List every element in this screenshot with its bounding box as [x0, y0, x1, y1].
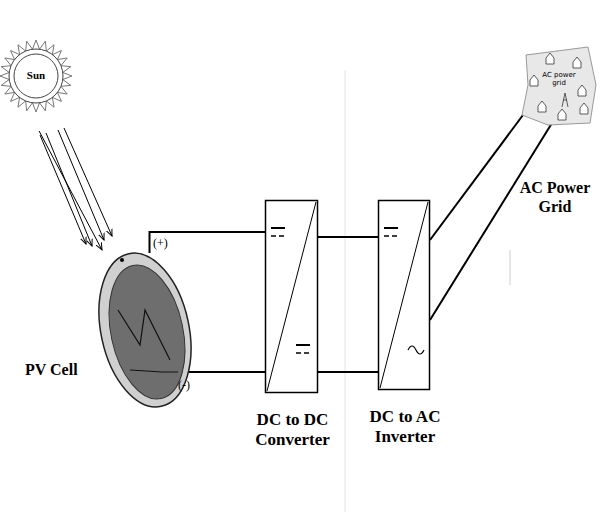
wire — [318, 236, 378, 238]
dc-dc-converter: DC to DC Converter — [245, 200, 340, 480]
node-shape — [378, 200, 430, 390]
sun-spike — [32, 40, 39, 49]
converter-box — [379, 201, 430, 390]
terminal-dot — [120, 258, 124, 262]
house-icon — [580, 103, 588, 114]
node-label: PV Cell — [25, 360, 78, 379]
dc-symbol — [384, 227, 398, 229]
house-icon — [546, 53, 554, 64]
house-icon — [530, 75, 538, 86]
node-label: AC Power Grid — [510, 178, 600, 216]
ac-power-grid: AC power grid AC Power Grid — [510, 40, 605, 240]
dc-symbol — [296, 344, 310, 346]
wire — [430, 111, 526, 240]
converter-label: DC to DC Converter — [245, 410, 340, 451]
divider-line — [345, 70, 346, 512]
sun-spike — [0, 72, 9, 79]
dc-symbol — [271, 235, 285, 237]
dc-symbol — [271, 227, 285, 229]
wire — [178, 371, 265, 373]
sun-rays — [40, 128, 112, 246]
light-ray — [39, 131, 102, 250]
wire — [150, 232, 266, 253]
sun-spike — [32, 103, 39, 112]
pylon-icon — [562, 93, 568, 107]
house-icon — [558, 109, 566, 120]
divider-line — [510, 250, 511, 285]
shape-outline — [100, 250, 190, 410]
pv-cell-lead — [130, 370, 178, 372]
shape-outline — [265, 200, 318, 393]
sun-spike — [63, 72, 72, 79]
dc-symbol — [296, 352, 310, 354]
diagonal — [267, 202, 316, 391]
grid-region — [522, 47, 596, 125]
wire — [318, 371, 378, 373]
house-icon — [538, 101, 546, 112]
shape-outline — [378, 200, 430, 390]
pv-cell-rim — [86, 245, 205, 416]
wire — [430, 123, 552, 320]
converter-label: DC to AC Inverter — [360, 407, 450, 448]
dc-symbol — [384, 235, 398, 237]
diagonal — [380, 202, 428, 388]
pv-cell-mark — [118, 310, 170, 360]
terminal-label: (+) — [153, 236, 168, 251]
converter-box — [266, 201, 318, 393]
house-icon — [578, 85, 586, 96]
node-shape — [100, 250, 190, 410]
sun-node: Sun — [5, 45, 67, 107]
pv-cell-face — [98, 258, 197, 406]
node-shape — [265, 200, 318, 393]
sine-symbol — [408, 346, 424, 354]
terminal-label: (-) — [178, 378, 190, 393]
grid-inner-label: AC power grid — [540, 71, 578, 88]
pv-cell: PV Cell — [25, 250, 195, 420]
node-label: Sun — [5, 69, 67, 82]
house-icon — [573, 57, 581, 68]
dc-ac-inverter: DC to AC Inverter — [360, 200, 450, 480]
